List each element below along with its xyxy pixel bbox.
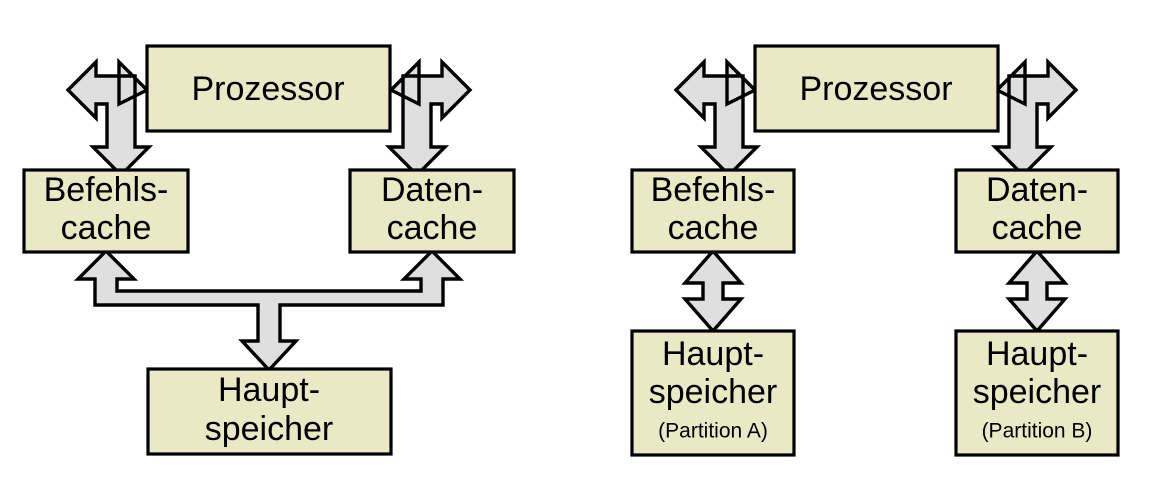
arrow-processor-to-data-cache xyxy=(384,57,473,178)
right-instruction-cache-label-line1: Befehls- xyxy=(651,171,776,209)
arrow-instruction-cache-to-memory-a xyxy=(681,248,745,334)
right-data-cache-label-line1: Daten- xyxy=(986,171,1088,209)
right-main-memory-b-partition-label: (Partition B) xyxy=(982,420,1093,443)
right-main-memory-a-box: Haupt- speicher (Partition A) xyxy=(630,329,796,457)
right-main-memory-b-label-line2: speicher xyxy=(973,373,1102,411)
arrow-data-cache-to-memory-b xyxy=(1005,248,1069,334)
arrow-processor-to-instruction-cache-right xyxy=(673,57,762,178)
arrow-processor-to-instruction-cache xyxy=(65,57,154,178)
left-instruction-cache-label-line1: Befehls- xyxy=(44,171,169,209)
left-processor-box: Prozessor xyxy=(145,44,392,133)
left-processor-label: Prozessor xyxy=(191,70,344,108)
left-main-memory-label-line2: speicher xyxy=(205,410,334,448)
left-instruction-cache-rect xyxy=(22,168,190,254)
arrow-caches-to-main-memory-bus xyxy=(73,248,465,373)
left-instruction-cache-label-line2: cache xyxy=(61,209,152,247)
right-instruction-cache-label-line2: cache xyxy=(668,209,759,247)
right-data-cache-box: Daten- cache xyxy=(954,168,1120,254)
right-main-memory-b-box: Haupt- speicher (Partition B) xyxy=(954,329,1120,457)
arrow-processor-to-data-cache-right xyxy=(990,57,1079,178)
left-main-memory-label-line1: Haupt- xyxy=(218,371,320,409)
left-data-cache-box: Daten- cache xyxy=(348,168,516,254)
right-main-memory-b-label-line1: Haupt- xyxy=(986,335,1088,373)
right-main-memory-a-partition-label: (Partition A) xyxy=(658,420,768,443)
right-diagram-group: Prozessor Befehls- cache Daten- cache Ha… xyxy=(630,44,1120,457)
left-diagram-group: Prozessor Befehls- cache Daten- cache Ha… xyxy=(22,44,516,456)
right-processor-rect xyxy=(753,44,1000,133)
left-main-memory-rect xyxy=(146,367,393,456)
right-processor-box: Prozessor xyxy=(753,44,1000,133)
right-main-memory-a-rect xyxy=(630,329,796,457)
right-instruction-cache-box: Befehls- cache xyxy=(630,168,796,254)
left-data-cache-label-line1: Daten- xyxy=(381,171,483,209)
right-instruction-cache-rect xyxy=(630,168,796,254)
left-data-cache-label-line2: cache xyxy=(387,209,478,247)
right-processor-label: Prozessor xyxy=(799,70,952,108)
left-main-memory-box: Haupt- speicher xyxy=(146,367,393,456)
right-main-memory-b-rect xyxy=(954,329,1120,457)
right-data-cache-label-line2: cache xyxy=(992,209,1083,247)
right-main-memory-a-label-line2: speicher xyxy=(649,373,778,411)
right-data-cache-rect xyxy=(954,168,1120,254)
right-main-memory-a-label-line1: Haupt- xyxy=(662,335,764,373)
left-instruction-cache-box: Befehls- cache xyxy=(22,168,190,254)
left-processor-rect xyxy=(145,44,392,133)
left-data-cache-rect xyxy=(348,168,516,254)
